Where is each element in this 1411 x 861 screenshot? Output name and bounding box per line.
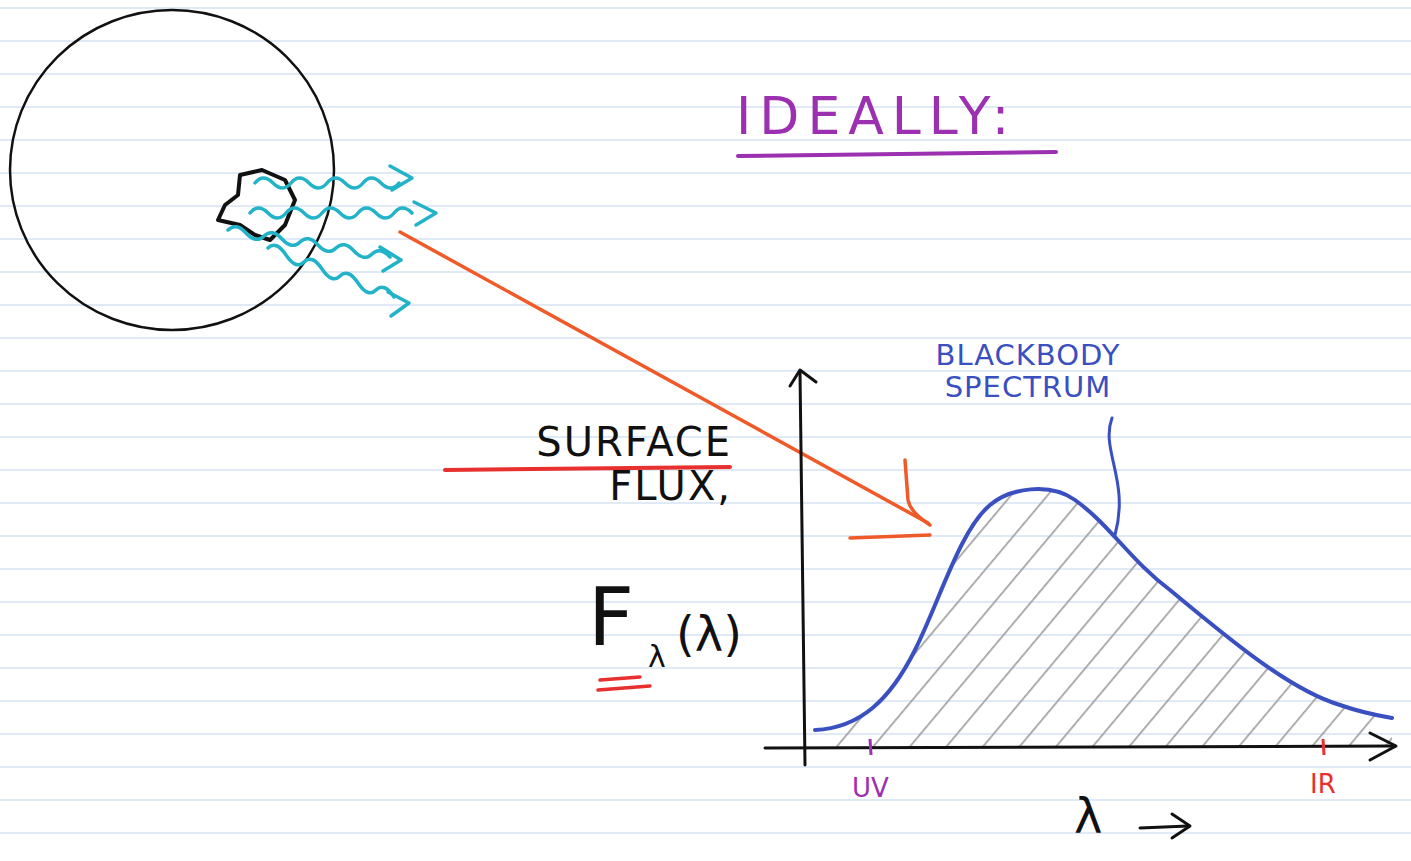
symbol-subscript: λ <box>648 640 666 673</box>
spectrum-area <box>815 489 1392 747</box>
double-underline <box>598 677 650 690</box>
axis-title: SURFACE FLUX, <box>440 420 732 508</box>
blackbody-curve <box>815 489 1392 730</box>
axis-label: λ <box>1074 790 1102 843</box>
uv-tick <box>870 739 871 755</box>
band-label: IR <box>1310 770 1336 799</box>
symbol: F <box>588 574 634 662</box>
ruled-lines <box>0 8 1411 833</box>
title-underline <box>738 152 1056 156</box>
curve-label: BLACKBODY SPECTRUM <box>868 340 1188 404</box>
ir-tick <box>1323 739 1324 755</box>
heading: IDEALLY: <box>736 88 1017 145</box>
radiation-arrows <box>228 166 436 316</box>
pointer-arrow <box>400 232 930 538</box>
curve-leader <box>1109 418 1119 535</box>
band-label: UV <box>852 774 889 803</box>
symbol-argument: (λ) <box>676 608 742 661</box>
axes <box>765 370 1396 838</box>
star-circle <box>10 10 334 330</box>
